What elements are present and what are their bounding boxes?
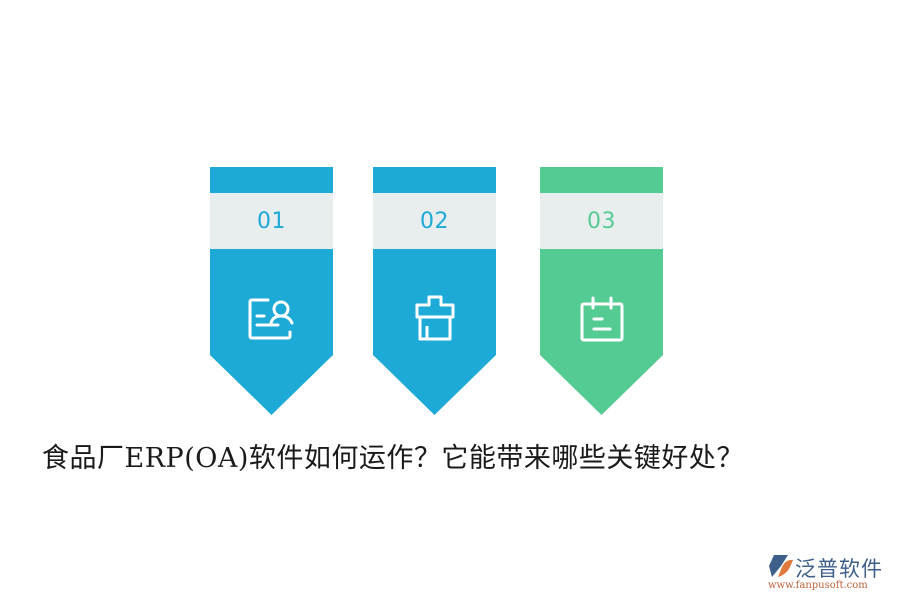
number-band: 02 — [373, 193, 496, 249]
number-band: 03 — [540, 193, 663, 249]
step-banner-03: 03 — [540, 167, 663, 415]
step-number: 03 — [587, 208, 616, 234]
gift-box-icon — [415, 295, 454, 341]
brand-name: 泛普软件 — [795, 557, 883, 581]
calendar-notes-icon — [580, 296, 623, 342]
profile-card-icon — [248, 298, 293, 340]
fanpu-logo-icon — [769, 555, 793, 577]
step-banner-02: 02 — [373, 167, 496, 415]
step-number: 01 — [257, 208, 286, 234]
step-banner-01: 01 — [210, 167, 333, 415]
step-number: 02 — [420, 208, 449, 234]
page-title: 食品厂ERP(OA)软件如何运作？它能带来哪些关键好处？ — [42, 443, 744, 474]
brand-url: www.fanpusoft.com — [768, 580, 868, 591]
number-band: 01 — [210, 193, 333, 249]
brand-logo: 泛普软件 www.fanpusoft.com — [768, 553, 896, 593]
